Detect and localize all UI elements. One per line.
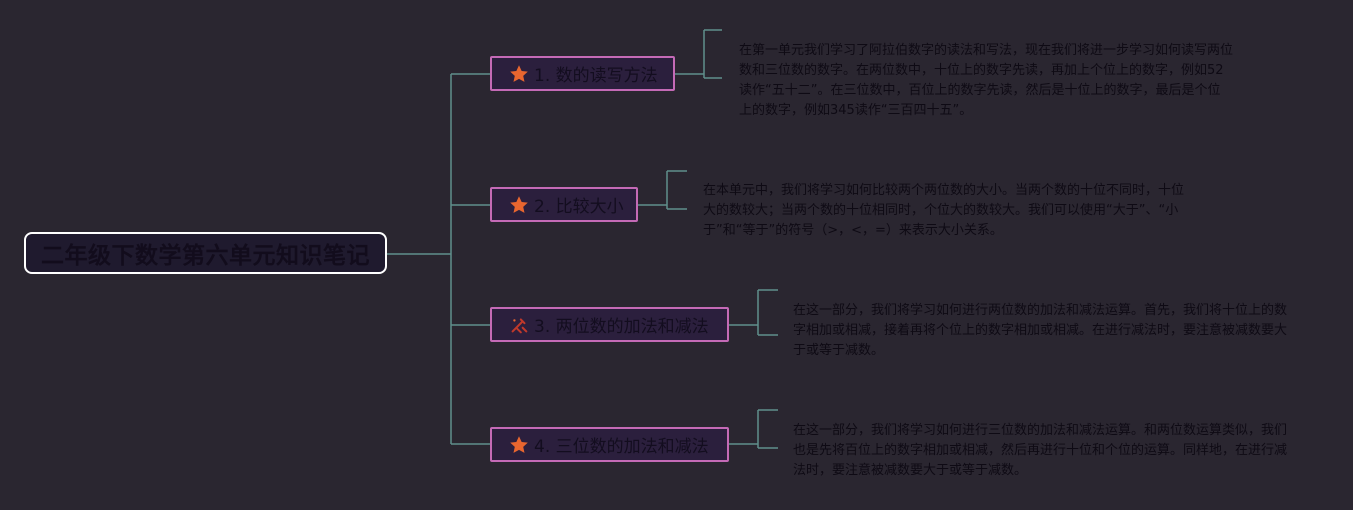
star-icon [510,435,528,453]
branch-label: 2. 比较大小 [534,197,624,217]
branch-note-1: 在第一单元我们学习了阿拉伯数字的读法和写法，现在我们将进一步学习如何读写两位数和… [739,43,1234,118]
root-title: 二年级下数学第六单元知识笔记 [41,243,370,269]
branch-label: 4. 三位数的加法和减法 [534,437,709,457]
branch-label: 3. 两位数的加法和减法 [534,317,709,337]
branch-label: 1. 数的读写方法 [534,66,658,86]
branch-topic-3[interactable]: 3. 两位数的加法和减法 [490,307,729,342]
branch-note-2: 在本单元中，我们将学习如何比较两个两位数的大小。当两个数的十位不同时，十位大的数… [703,183,1185,238]
note-4-bracket [728,409,778,449]
note-3-bracket [728,289,778,336]
branch-note-4: 在这一部分，我们将学习如何进行三位数的加法和减法运算。和两位数运算类似，我们也是… [793,423,1288,478]
note-1-bracket [674,29,722,79]
branch-topic-2[interactable]: 2. 比较大小 [490,187,638,222]
branch-topic-1[interactable]: 1. 数的读写方法 [490,56,675,91]
tools-icon [511,317,528,333]
star-icon [510,64,528,82]
note-2-bracket [637,170,687,210]
root-topic[interactable]: 二年级下数学第六单元知识笔记 [24,232,387,274]
branch-topic-4[interactable]: 4. 三位数的加法和减法 [490,427,729,462]
star-icon [510,195,528,213]
branch-note-3: 在这一部分，我们将学习如何进行两位数的加法和减法运算。首先，我们将十位上的数字相… [793,303,1288,358]
